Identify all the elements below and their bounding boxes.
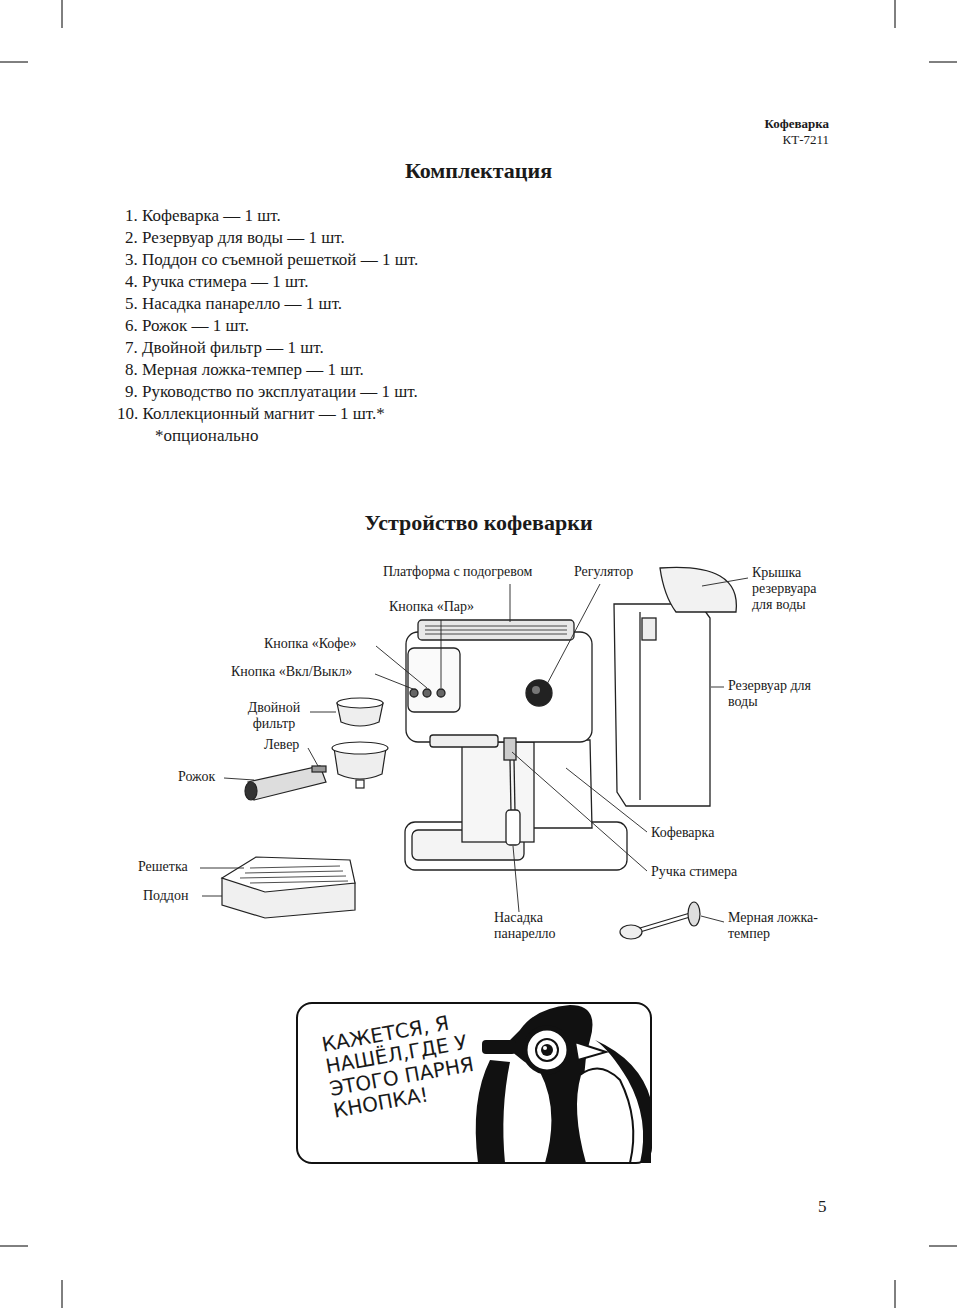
coffee-machine <box>405 620 627 870</box>
page-number: 5 <box>818 1197 827 1217</box>
list-item: 10. Коллекционный магнит — 1 шт.* <box>117 404 385 424</box>
list-item: 6. Рожок — 1 шт. <box>125 316 249 336</box>
note: *опционально <box>155 426 258 446</box>
part-label: Рожок <box>178 769 215 785</box>
header-text: Кофеварка <box>764 117 829 132</box>
drip-tray <box>222 857 355 918</box>
comic-caption: КАЖЕТСЯ, Я НАШЁЛ,ГДЕ У ЭТОГО ПАРНЯ КНОПК… <box>320 1006 493 1122</box>
list-item: 1. Кофеварка — 1 шт. <box>125 206 281 226</box>
part-label: Поддон <box>143 888 188 904</box>
list-item: 5. Насадка панарелло — 1 шт. <box>125 294 342 314</box>
list-item: 7. Двойной фильтр — 1 шт. <box>125 338 324 358</box>
list-item: 2. Резервуар для воды — 1 шт. <box>125 228 345 248</box>
comic-panel: КАЖЕТСЯ, Я НАШЁЛ,ГДЕ У ЭТОГО ПАРНЯ КНОПК… <box>296 1002 652 1164</box>
part-label: Резервуар для воды <box>728 678 828 710</box>
section-heading: Устройство кофеварки <box>0 510 957 535</box>
part-label: Мерная ложка-темпер <box>728 910 832 942</box>
header-text: КТ-7211 <box>783 133 829 148</box>
part-label: Кнопка «Кофе» <box>264 636 357 652</box>
leader-lines <box>200 578 748 922</box>
part-label: Левер <box>264 737 299 753</box>
part-label: Ручка стимера <box>651 864 737 880</box>
part-label: Кофеварка <box>651 825 714 841</box>
part-label: Платформа с подогревом <box>383 564 532 580</box>
part-label: Регулятор <box>574 564 633 580</box>
part-label: Насадка панарелло <box>494 910 564 942</box>
tamper-spoon <box>620 902 700 939</box>
part-label: Решетка <box>138 859 188 875</box>
penguin-cartoon <box>476 1005 651 1163</box>
part-label: Кнопка «Вкл/Выкл» <box>231 664 352 680</box>
part-label: Двойной фильтр <box>240 700 308 732</box>
list-item: 4. Ручка стимера — 1 шт. <box>125 272 308 292</box>
list-item: 3. Поддон со съемной решеткой — 1 шт. <box>125 250 418 270</box>
double-filter <box>337 698 383 726</box>
list-item: 8. Мерная ложка-темпер — 1 шт. <box>125 360 364 380</box>
part-label: Крышка резервуара для воды <box>752 565 838 613</box>
list-item: 9. Руководство по эксплуатации — 1 шт. <box>125 382 418 402</box>
water-tank <box>614 567 736 806</box>
section-heading: Комплектация <box>0 158 957 183</box>
part-label: Кнопка «Пар» <box>389 599 474 615</box>
